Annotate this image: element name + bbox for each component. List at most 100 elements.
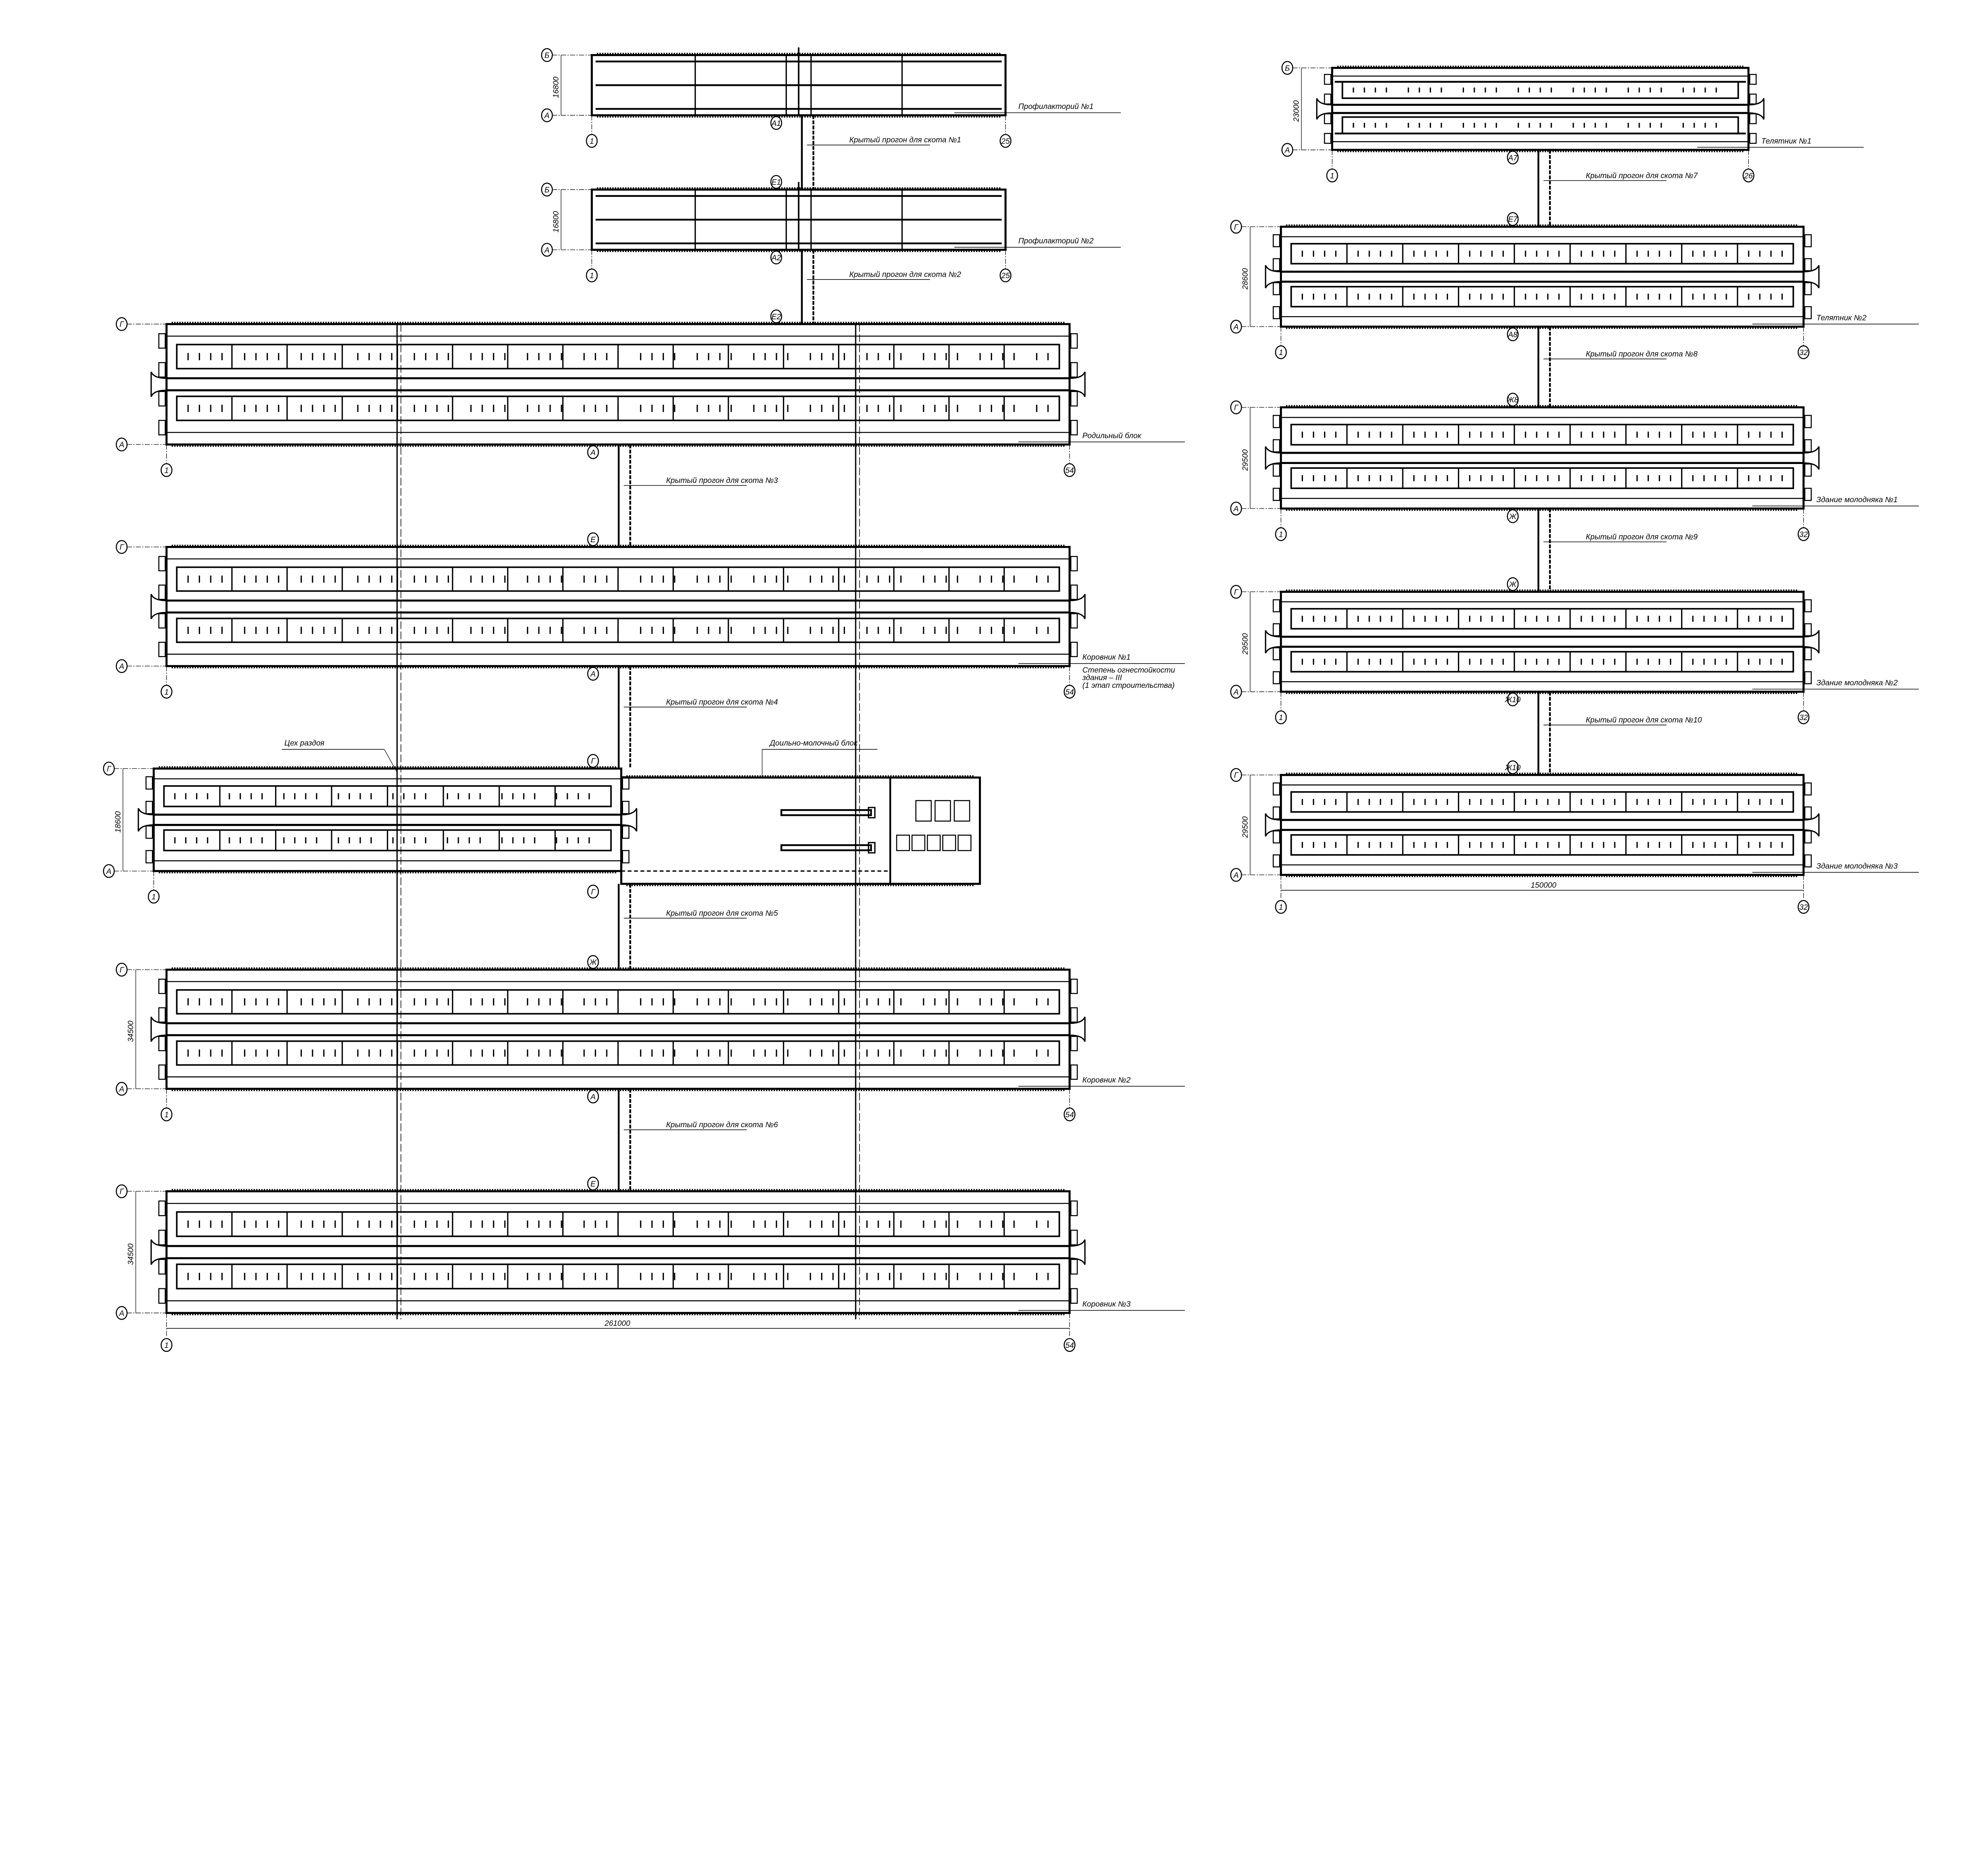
building-outline [153,767,623,872]
axis-bubble-icon [116,437,128,452]
door [145,825,153,839]
door [1070,362,1078,378]
axis-bubble-icon [541,108,553,122]
axis-start-label: 1 [151,893,156,901]
stall-row [1290,791,1794,813]
building-label: Родильный блок [1082,432,1142,440]
axis-bubble-icon [1507,760,1519,775]
room [911,835,926,851]
axis-bottom-label: А [1233,505,1239,513]
room [953,800,971,822]
stall-row [1290,834,1794,856]
axis-bubble-icon [1230,501,1242,516]
building-outline [165,323,1071,446]
axis-bubble-icon [1275,527,1287,541]
axis-bubble-icon [1507,327,1519,342]
axis-bubble-icon [1275,900,1287,914]
axis-bottom-label: А [119,662,124,671]
axis-bubble-icon [160,685,173,699]
axis-bubble-icon [587,1089,599,1104]
door [1804,806,1812,819]
axis-bottom-label: А [1233,323,1239,332]
axis-start-label: 1 [590,137,594,146]
passage-axis-mark: А [590,1093,596,1101]
axis-bubble-icon [1230,685,1242,699]
room [896,835,910,851]
axis-top-label: Б [1285,64,1290,73]
door [622,825,630,839]
axis-bubble-icon [1275,710,1287,724]
door [1070,1036,1078,1051]
door [1324,133,1332,144]
door [158,420,166,435]
leader-line [384,749,398,773]
axis-start-label: 1 [164,1342,169,1350]
door [158,1259,166,1275]
door [1749,133,1757,144]
door [1070,1259,1078,1275]
passage-axis-mark: А [590,448,596,457]
axis-end-label: 54 [1065,688,1074,697]
axis-bubble-icon [116,1081,128,1096]
axis-end-label: 25 [1001,137,1010,146]
axis-bubble-icon [1230,400,1242,414]
milking-parlour [780,844,872,851]
passage-label: Крытый прогон для скота №9 [1586,533,1698,541]
door [1070,333,1078,349]
building-outline [1280,225,1805,328]
passage-axis-mark: Г [591,757,596,766]
stall-row [1290,467,1794,489]
door [1804,830,1812,844]
door [622,801,630,814]
end-gate-icon [150,1239,167,1265]
building-label: Телятник №2 [1816,314,1866,322]
door [1273,782,1280,796]
passage-axis-mark: А [590,670,596,679]
axis-bubble-icon [541,243,553,257]
door [1804,782,1812,796]
dimension-text: 16800 [552,76,561,98]
passage-axis-mark: А7 [1508,154,1518,162]
axis-bubble-icon [541,48,553,62]
fire-rating-note: Степень огнестойкости [1082,666,1175,674]
door [1273,806,1280,819]
passage-axis-mark: Ж [589,959,597,967]
passage-label: Крытый прогон для скота №10 [1586,716,1702,724]
axis-bottom-label: А [1233,688,1239,697]
axis-bubble-icon [1064,685,1076,699]
building-outline [1280,590,1805,693]
door [1273,463,1280,477]
fire-rating-note: (1 этап строительства) [1082,681,1175,690]
building-outline [165,1190,1071,1314]
axis-top-label: Г [107,765,112,773]
dimension-text: 28600 [1241,268,1250,290]
passage-axis-mark: А8 [1508,331,1518,339]
axis-start-label: 1 [1330,172,1334,180]
axis-bottom-label: А [106,868,111,876]
axis-bubble-icon [116,963,128,977]
door [1804,439,1812,452]
building-outline [1280,406,1805,510]
door [158,1229,166,1246]
axis-bubble-icon [587,884,599,899]
dimension-text: 16800 [552,211,561,233]
door [1273,830,1280,844]
axis-end-label: 32 [1799,531,1808,539]
axis-bubble-icon [116,1184,128,1198]
door [1070,1288,1078,1304]
door [145,776,153,790]
axis-bubble-icon [1281,61,1293,75]
axis-bubble-icon [587,955,599,969]
passage-axis-mark: Е [590,536,596,544]
passage-axis-mark: Ж [1509,581,1517,589]
axis-bottom-label: А [119,1085,124,1093]
axis-bubble-icon [1275,345,1287,359]
axis-start-label: 1 [164,1111,169,1119]
axis-bubble-icon [587,532,599,546]
building-outline [165,546,1071,667]
passage-axis-mark: Ж10 [1505,696,1520,704]
axis-end-label: 54 [1065,1111,1074,1119]
door [1749,113,1757,124]
axis-start-label: 1 [1279,531,1283,539]
